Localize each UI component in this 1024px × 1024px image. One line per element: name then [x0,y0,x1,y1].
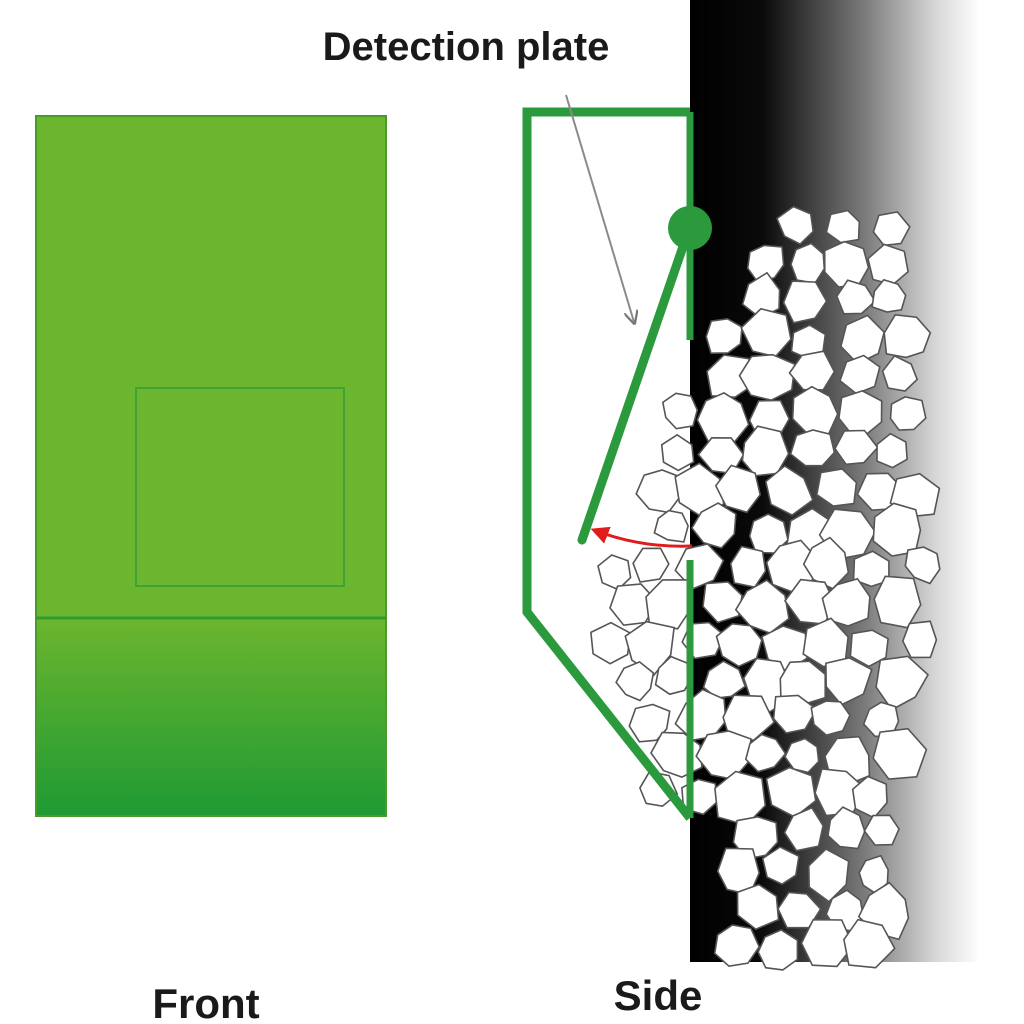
stone [883,313,932,359]
stone [810,700,851,737]
stone [835,279,877,315]
stone [702,581,743,624]
plate-pivot [668,206,712,250]
stone [736,883,780,931]
stone [615,660,655,702]
stone [757,928,799,971]
stone [843,918,896,969]
stone [889,396,927,431]
side-view [522,0,980,971]
front-view [35,115,387,817]
stone [863,814,900,846]
stone [901,620,938,659]
side-sensor-outline [522,107,694,821]
label-pointer-line [565,94,634,322]
stone-pile [590,205,941,971]
stone [782,280,828,324]
side-label: Side [614,972,703,1019]
stone [760,625,808,672]
stone [706,354,756,399]
stone [653,509,689,543]
stone [738,353,796,402]
stone [635,469,682,514]
stone [674,462,725,517]
stone [716,847,761,896]
stone [690,502,737,549]
stone [661,392,699,430]
stone [741,425,790,477]
stone [705,317,743,355]
stone [632,547,670,583]
stone [821,577,871,627]
front-detection-window [135,387,345,587]
stone [876,432,908,469]
stone [881,354,919,392]
stone [590,621,632,665]
stone [862,701,900,738]
stone [772,694,818,734]
stone [872,727,928,780]
stone [744,733,787,773]
stone [761,846,800,886]
stone [639,770,679,808]
stone [904,546,941,585]
stone [789,429,836,467]
stone [788,350,836,391]
stone [628,703,671,743]
push-arrow [590,526,693,548]
detection-plate [577,227,693,545]
stone [713,924,761,968]
stone [597,554,632,591]
stone [714,464,762,514]
stone [827,806,866,850]
stone [872,502,922,557]
stone [852,550,890,588]
stone [875,655,930,711]
stone [715,622,763,668]
stone [660,433,695,472]
stone [791,385,839,435]
stone [807,848,850,903]
stone [802,617,849,668]
front-sensor-body [35,115,387,817]
stone [849,629,889,668]
stone [776,205,815,246]
stone [783,806,824,852]
stone [696,391,750,445]
stone [838,390,883,435]
stone [871,278,907,313]
detection-plate-label: Detection plate [323,25,610,69]
stone [815,468,858,507]
stone [823,240,870,288]
stone [645,579,693,630]
front-label: Front [152,980,259,1024]
stone [764,465,814,517]
